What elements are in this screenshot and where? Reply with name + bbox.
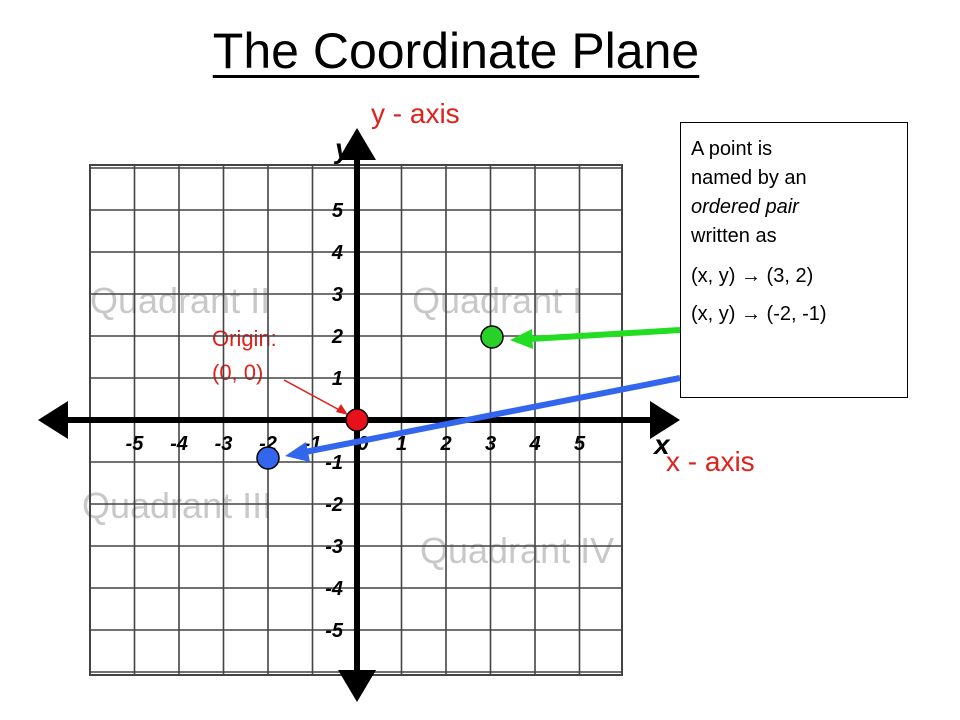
x-tick-label: 1 [396, 433, 407, 455]
y-tick-label: 3 [332, 284, 343, 306]
info-line-4: written as [691, 225, 777, 247]
x-tick-label: -4 [170, 433, 188, 455]
origin-pointer-arrowhead-icon [336, 404, 348, 415]
info-line-2: named by an [691, 167, 807, 189]
y-axis-top-arrow-icon [338, 128, 376, 160]
info-box: A point is named by an ordered pair writ… [680, 122, 908, 398]
y-tick-label: -2 [325, 494, 343, 516]
info-line-3: ordered pair [691, 196, 799, 218]
x-tick-label: 3 [485, 433, 496, 455]
axis-letter-y: y [333, 133, 352, 164]
q3-point-arrow-line [304, 375, 681, 455]
axis-letter-x: x [652, 429, 671, 460]
q3-point-arrowhead-icon [285, 442, 310, 462]
y-axis-bottom-arrow-icon [338, 670, 376, 702]
y-axis-label: y - axis [371, 98, 460, 129]
info-line-1: A point is [691, 138, 773, 160]
info-text: A point is named by an ordered pair writ… [691, 135, 897, 251]
info-pair-2: (x, y) → (-2, -1) [691, 303, 827, 325]
origin-coords: (0, 0) [212, 360, 264, 385]
q1-point-arrow-line [529, 327, 681, 342]
quadrant-1-label: Quadrant I [412, 280, 583, 321]
quadrant-2-label: Quadrant II [90, 280, 271, 321]
y-tick-label: 1 [332, 368, 343, 390]
y-tick-label: -1 [325, 452, 343, 474]
page-title: The Coordinate Plane [212, 23, 700, 79]
point-neg2-neg1 [256, 446, 280, 470]
origin-pointer-line [283, 379, 346, 414]
y-tick-label: 4 [331, 242, 343, 264]
x-axis-right-arrow-icon [650, 401, 680, 439]
x-tick-label: -5 [126, 433, 145, 455]
quadrant-3-label: Quadrant III [82, 485, 273, 526]
arrows [283, 327, 681, 462]
y-tick-label: 5 [332, 200, 344, 222]
info-pair-1: (x, y) → (3, 2) [691, 265, 814, 287]
x-tick-label: -3 [215, 433, 233, 455]
x-tick-label: 4 [528, 433, 540, 455]
origin-point [345, 408, 369, 432]
y-tick-label: -5 [325, 620, 344, 642]
point-3-2 [480, 325, 504, 349]
y-tick-label: -3 [325, 536, 343, 558]
x-tick-label: 2 [439, 433, 451, 455]
x-axis-label: x - axis [666, 446, 755, 477]
quadrant-4-label: Quadrant IV [420, 530, 615, 571]
y-tick-label: -4 [325, 578, 343, 600]
x-axis-left-arrow-icon [38, 401, 68, 439]
y-tick-label: 2 [331, 326, 343, 348]
q1-point-arrowhead-icon [510, 329, 533, 349]
x-tick-label: 0 [357, 433, 368, 455]
x-tick-label: 5 [574, 433, 586, 455]
